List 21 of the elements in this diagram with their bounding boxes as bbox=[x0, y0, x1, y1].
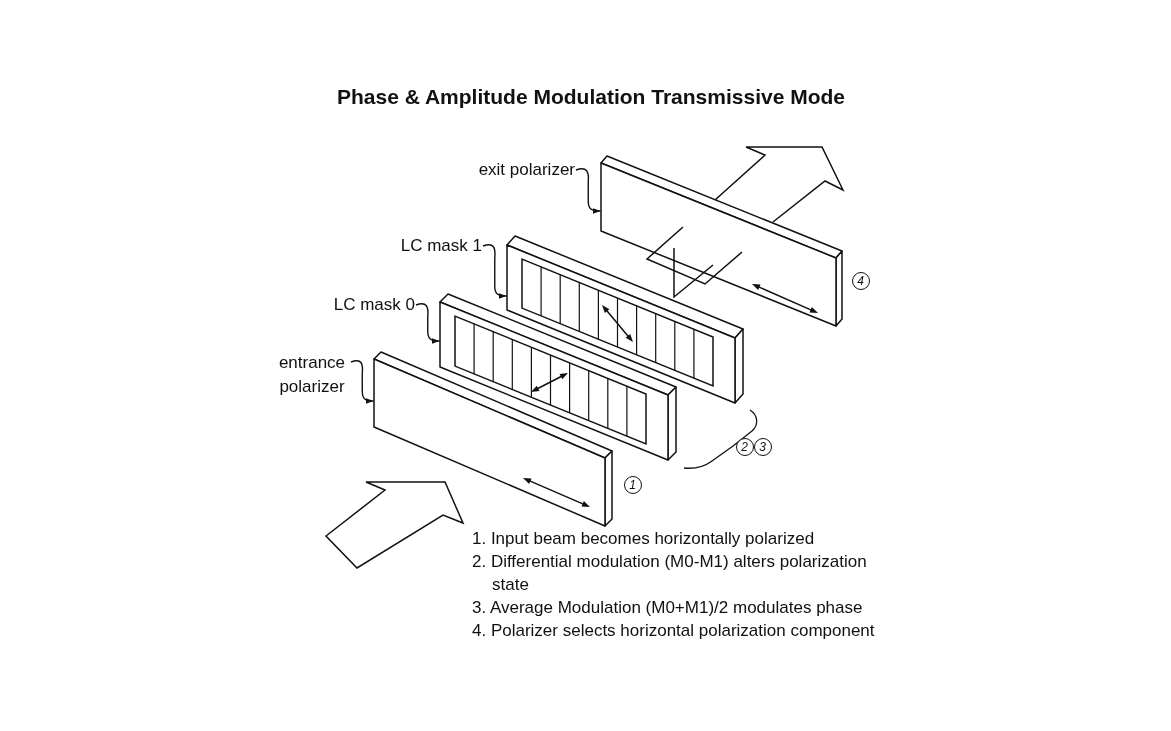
leader-line bbox=[350, 360, 375, 404]
part-label: entrance polarizer bbox=[274, 351, 350, 399]
diagram-title: Phase & Amplitude Modulation Transmissive Mode bbox=[337, 84, 845, 110]
polarizer-plate bbox=[373, 351, 613, 527]
callout-number: 1 bbox=[623, 475, 642, 494]
lc-mask-panel bbox=[506, 235, 744, 404]
leader-line bbox=[575, 168, 602, 214]
polarizer-plate bbox=[600, 155, 843, 327]
callout-number: 2 bbox=[735, 437, 754, 456]
callout-number: 3 bbox=[753, 437, 772, 456]
callout-number: 4 bbox=[851, 271, 870, 290]
lc-mask-panel bbox=[439, 293, 677, 461]
leader-line bbox=[482, 244, 508, 299]
note-text: 4. Polarizer selects horizontal polarization component bbox=[472, 620, 876, 642]
part-label: LC mask 1 bbox=[400, 235, 482, 257]
part-label: LC mask 0 bbox=[333, 294, 415, 316]
leader-line bbox=[415, 303, 441, 344]
note-text: 2. Differential modulation (M0-M1) alters polarization state bbox=[472, 551, 868, 596]
note-text: 1. Input beam becomes horizontally polarized bbox=[472, 528, 816, 550]
part-label: exit polarizer bbox=[478, 159, 575, 181]
note-text: 3. Average Modulation (M0+M1)/2 modulates phase bbox=[472, 597, 864, 619]
